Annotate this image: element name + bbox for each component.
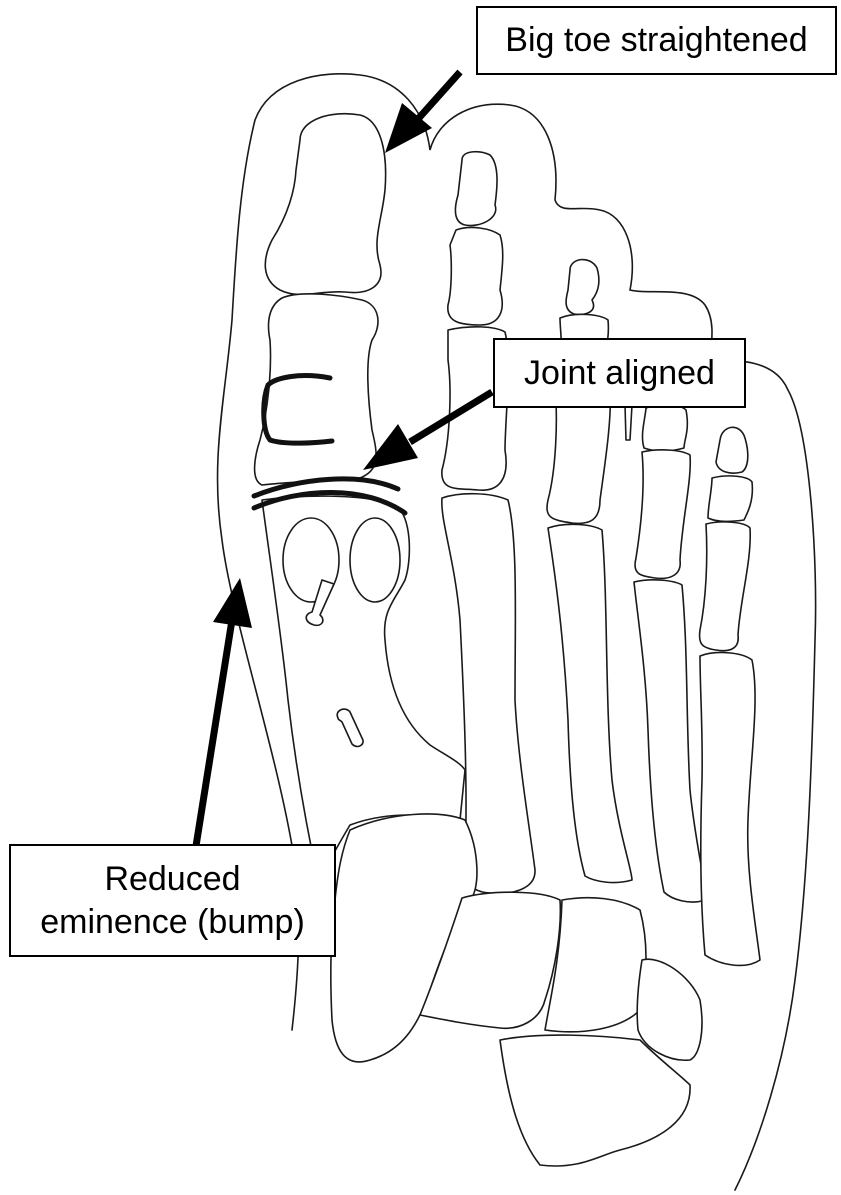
arrow-eminence: [196, 578, 252, 846]
big-toe-proximal-phalanx: [255, 294, 378, 485]
callout-eminence-line1: Reduced: [104, 858, 240, 901]
callout-big-toe-straightened: Big toe straightened: [476, 6, 837, 75]
third-toe-distal-phalanx: [566, 260, 599, 315]
cuboid: [637, 959, 702, 1060]
fourth-toe-proximal-phalanx: [635, 450, 690, 579]
second-toe-middle-phalanx: [448, 228, 503, 325]
callout-reduced-eminence: Reduced eminence (bump): [9, 844, 336, 957]
fifth-metatarsal: [700, 653, 760, 966]
arrow-big-toe: [385, 72, 460, 153]
fourth-toe-middle-phalanx: [642, 405, 687, 451]
fifth-toe-proximal-phalanx: [700, 522, 751, 651]
callout-joint-aligned: Joint aligned: [493, 338, 746, 408]
third-metatarsal: [548, 524, 632, 882]
third-toe-tip-fragment: [625, 405, 632, 440]
fifth-toe-distal-phalanx: [716, 427, 748, 473]
fourth-metatarsal: [634, 580, 706, 902]
callout-big-toe-text: Big toe straightened: [505, 21, 807, 60]
callout-eminence-line2: eminence (bump): [40, 901, 305, 944]
lateral-sesamoid: [350, 518, 400, 602]
callout-joint-text: Joint aligned: [524, 354, 715, 393]
big-toe-distal-phalanx: [265, 114, 385, 295]
fifth-toe-middle-phalanx: [708, 476, 752, 521]
second-toe-distal-phalanx: [455, 152, 497, 226]
